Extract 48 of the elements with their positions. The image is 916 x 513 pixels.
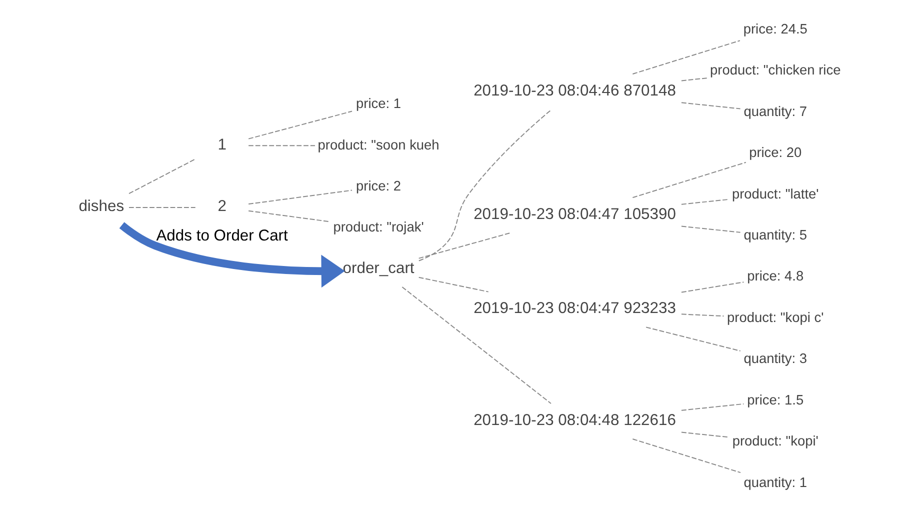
connector (680, 102, 740, 110)
node-text: product: "rojak' (332, 220, 424, 235)
node-text: 2019-10-23 08:04:47 105390 (473, 206, 676, 224)
node-text: price: 1 (356, 96, 401, 112)
connector (418, 276, 488, 292)
connector (645, 326, 740, 352)
connector (128, 206, 196, 208)
connector (680, 403, 744, 411)
node-text: price: 4.8 (746, 268, 804, 284)
node-text: price: 24.5 (742, 22, 807, 37)
connector (680, 282, 744, 293)
node-text: product: "chicken rice (710, 62, 840, 78)
node-text: 2019-10-23 08:04:46 870148 (473, 82, 676, 100)
node-text: product: "latte' (731, 186, 818, 202)
node-text: price: 20 (748, 145, 802, 160)
connector (680, 226, 740, 233)
node-text: quantity: 5 (743, 228, 807, 243)
node-text: price: 1.5 (746, 392, 804, 408)
node-text: 2019-10-23 08:04:48 122616 (473, 412, 676, 430)
edge-label: Adds to Order Cart (156, 228, 288, 245)
connector (248, 210, 330, 222)
connector (680, 78, 708, 82)
node-text: product: "kopi c' (726, 310, 824, 325)
node-text: order_cart (342, 260, 414, 277)
connector (128, 158, 196, 194)
connector (248, 190, 352, 205)
node-text: quantity: 3 (743, 351, 807, 366)
connector (680, 432, 729, 438)
connector (680, 198, 728, 205)
connector (632, 40, 740, 74)
node-text: 1 (217, 136, 226, 154)
node-text: product: "soon kueh (317, 137, 439, 152)
arrow (118, 222, 344, 288)
node-text: quantity: 1 (743, 474, 807, 490)
node-text: product: "kopi' (732, 434, 818, 449)
connector (632, 162, 746, 198)
connector (248, 145, 315, 146)
connector (248, 110, 352, 140)
node-text: dishes (78, 198, 124, 216)
node-text: quantity: 7 (743, 104, 807, 119)
node-text: 2019-10-23 08:04:47 923233 (473, 300, 676, 318)
connector (418, 109, 552, 262)
connector (632, 438, 740, 474)
node-text: price: 2 (356, 178, 401, 194)
connector (418, 232, 510, 259)
node-text: 2 (217, 198, 226, 216)
connector (680, 314, 724, 317)
connector (401, 286, 551, 404)
